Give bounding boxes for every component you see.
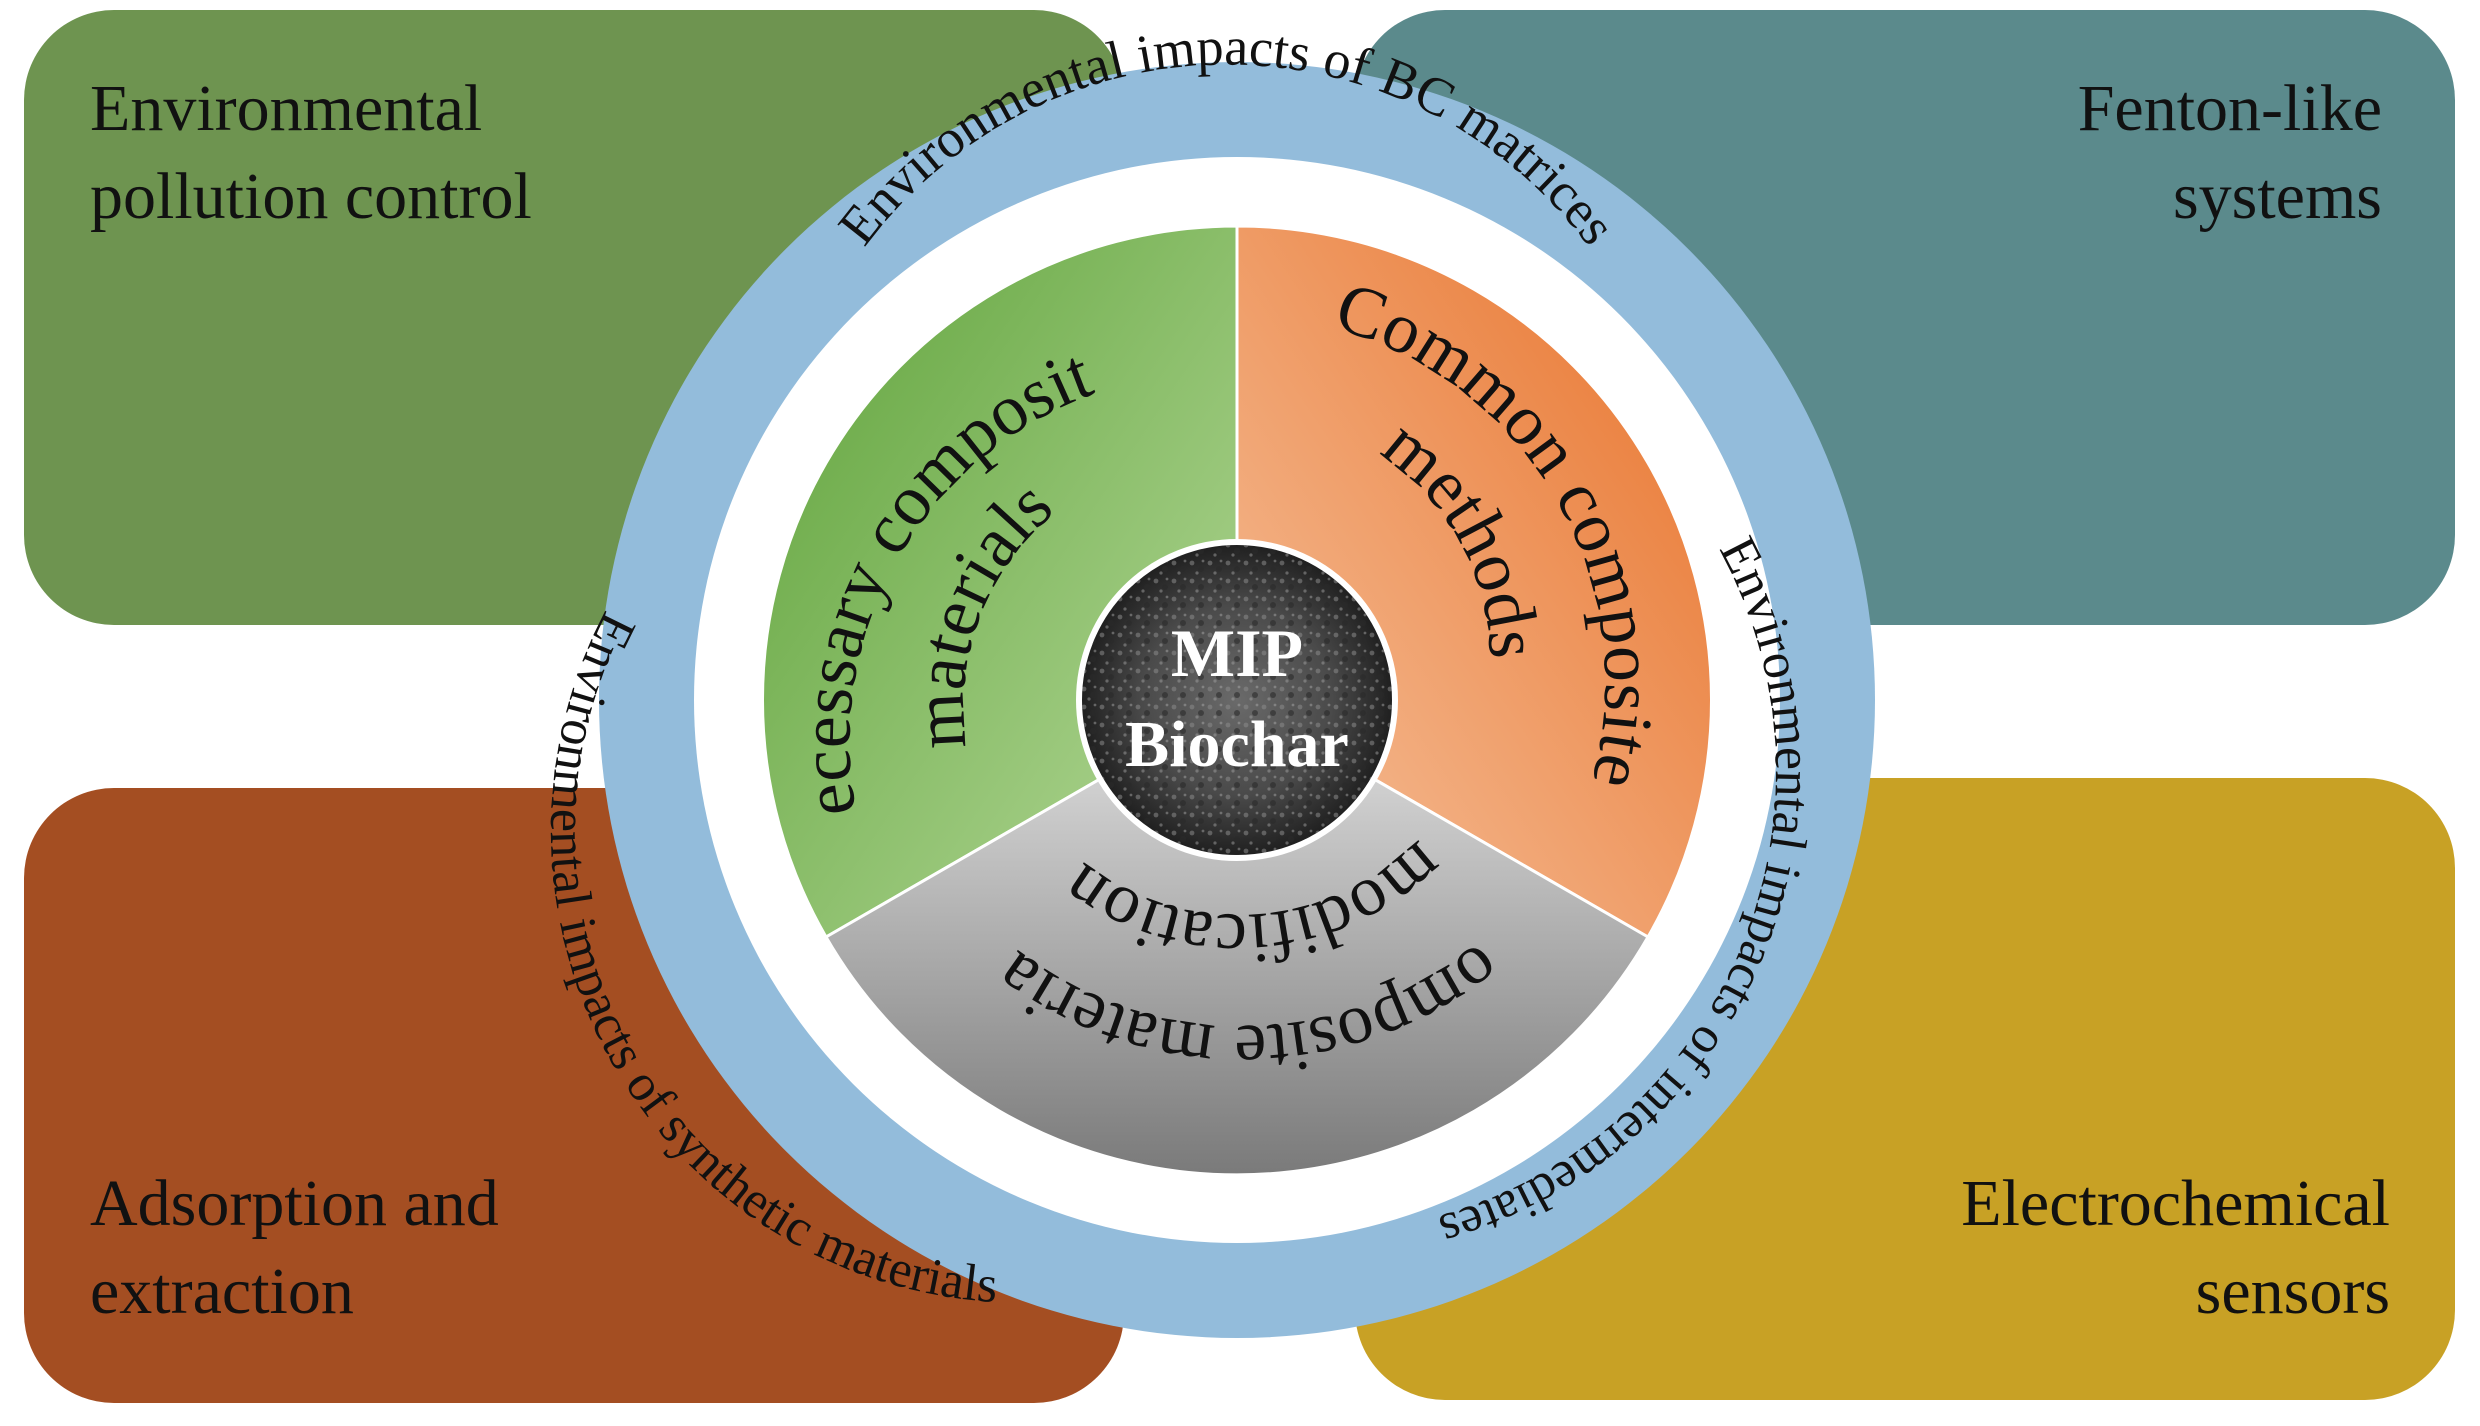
label-electrochemical-sensors: Electrochemical sensors <box>1961 1167 2390 1328</box>
center-text-biochar: Biochar <box>1125 708 1349 781</box>
label-adsorption-and-extraction: Adsorption and extraction <box>90 1167 499 1328</box>
center-texture <box>1082 545 1392 855</box>
sector-gray <box>823 698 1651 1177</box>
label-fenton-like-systems: Fenton-like systems <box>2077 72 2382 233</box>
label-environmental-pollution-control: Environmental pollution control <box>90 72 532 233</box>
center-text-mip: MIP <box>1171 615 1303 691</box>
